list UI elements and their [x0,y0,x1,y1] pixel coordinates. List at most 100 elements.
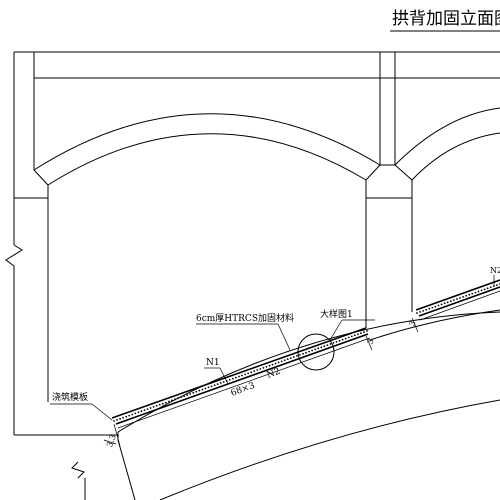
hatch-dot [338,339,341,342]
right-reinforcement-layer [415,279,500,321]
hatch-dot [164,401,167,404]
hatch-dot [422,310,424,312]
hatch-dot [186,394,189,396]
hatch-dot [459,297,461,299]
hatch-dot [474,291,477,294]
formwork-leader [91,403,113,421]
hatch-dot [296,355,298,357]
hatch-dot [320,346,323,349]
hatch-dot [207,386,210,389]
hatch-dot [329,343,332,345]
hatch-dot [213,384,216,387]
hatch-dot [335,340,338,343]
hatch-dot [280,360,283,363]
hatch-dot [232,377,234,380]
hatch-dot [119,417,121,420]
hatch-dot [152,406,155,408]
hatch-dot [189,393,192,395]
hatch-dot [238,375,240,378]
hatch-dot [302,352,304,355]
hatch-dot [480,289,483,292]
hatch-dot [416,312,418,314]
detail-leader [329,319,343,341]
hatch-dot [256,369,259,371]
hatch-dot [131,413,134,416]
hatch-dot [222,381,225,383]
hatch-dot [168,400,170,403]
dimension-right: 3 [408,317,419,333]
dimension-left: 3.3 [103,423,121,448]
detail-label: 大样图1 [320,308,353,320]
left-pier [14,169,49,402]
hatch-dot [431,306,434,309]
hatch-dot [192,391,195,394]
hatch-dot [317,347,320,350]
hatch-dot [462,296,464,298]
hatch-dot [235,376,237,379]
hatch-dot [265,365,268,368]
hatch-dot [483,288,486,291]
spacing-label: 68×3 [230,381,257,399]
hatch-dot [283,359,286,362]
hatch-dot [122,416,124,419]
hatch-dot [292,356,295,358]
hatch-dot [449,300,452,303]
hatch-dot [149,407,152,409]
hatch-dot [314,348,317,351]
hatch-dot [128,414,131,417]
hatch-dot [146,408,149,410]
hatch-dot [437,304,440,307]
hatch-dot [363,331,365,333]
svg-text:3: 3 [366,338,376,346]
hatch-dot [116,419,118,421]
hatch-dot [468,293,471,296]
reinforcement-hatching-left [113,330,368,422]
hatch-dot [350,335,353,338]
hatch-dot [486,287,489,290]
hatch-dot [489,286,492,289]
hatch-dot [308,350,310,353]
n2-right-label: N2 [490,266,500,275]
hatch-dot [247,372,250,375]
hatch-dot [137,411,140,414]
hatch-dot [241,374,243,377]
hatch-dot [274,362,277,365]
hatch-dot [140,410,143,413]
hatch-dot [216,383,219,385]
hatch-dot [201,388,204,391]
hatch-dot [366,330,368,332]
hatch-dot [299,354,301,356]
material-label: 6cm厚HTRCS加固材料 [196,312,294,324]
hatch-dot [477,290,480,293]
hatch-dot [332,342,335,344]
hatch-dot [341,338,344,341]
hatch-dot [496,284,498,286]
deck-outline [13,51,500,435]
hatch-dot [113,420,115,422]
hatch-dot [134,412,137,415]
hatch-dot [305,351,307,354]
hatch-dot [443,302,446,305]
hatch-dot [311,349,313,352]
hatch-dot [289,357,292,359]
hatch-dot [250,371,253,374]
hatch-dot [440,303,443,306]
hatch-dot [228,378,231,381]
hatch-dot [428,307,431,310]
hatch-dot [262,367,265,369]
hatch-dot [271,363,274,366]
hatch-dot [259,368,262,370]
arch-intrados-lower [117,309,500,500]
hatch-dot [161,402,164,405]
n1-label: N1 [206,358,220,368]
left-footing [14,432,136,500]
hatch-dot [347,336,350,339]
left-break-line [5,244,23,267]
hatch-dot [465,294,468,297]
hatch-dot [360,332,362,335]
hatch-dot [357,333,359,336]
hatch-dot [286,358,289,361]
hatch-dot [419,311,421,313]
hatch-dot [125,415,128,418]
